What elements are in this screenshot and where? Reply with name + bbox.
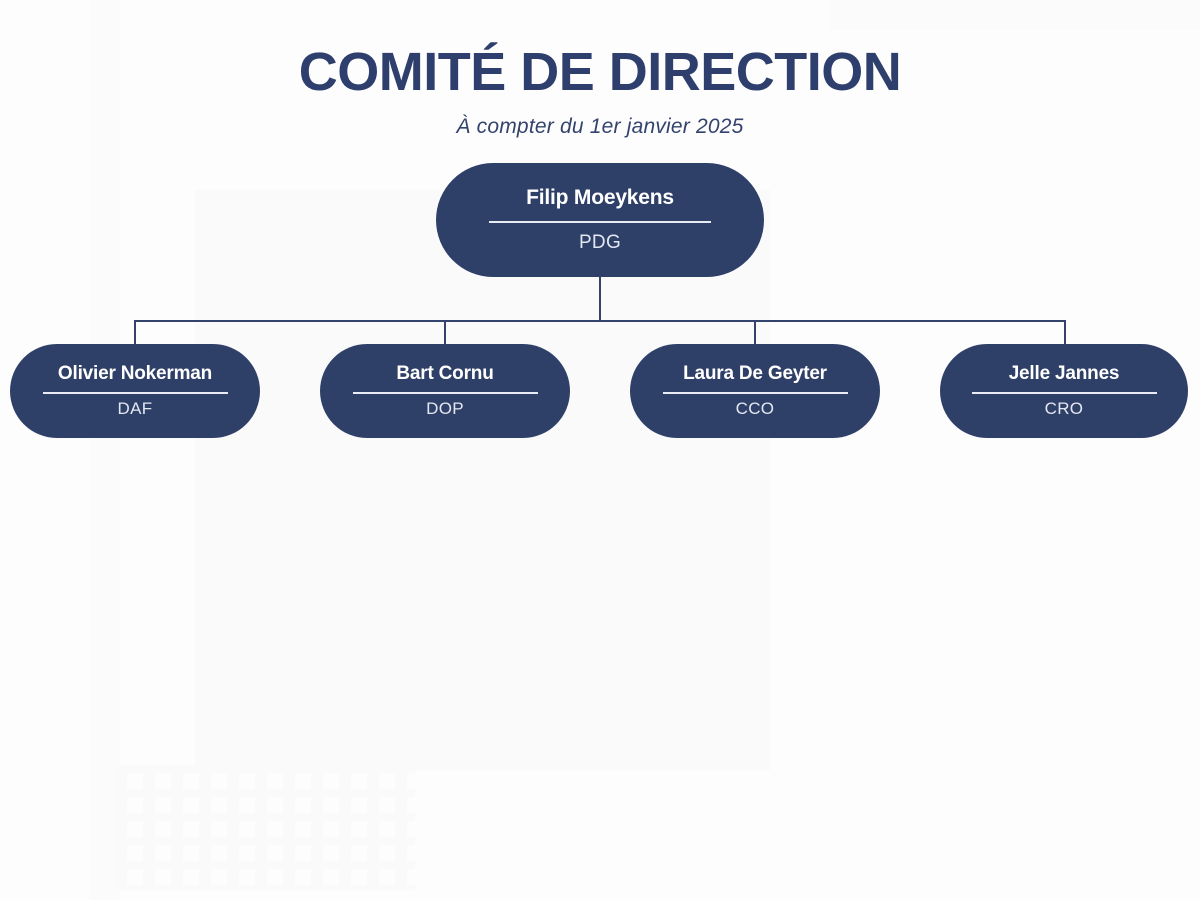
org-node-laura-de-geyter[interactable]: Laura De Geyter CCO bbox=[630, 344, 880, 438]
connector-drop-2 bbox=[444, 322, 446, 346]
connector-horizontal-bus bbox=[134, 320, 1066, 322]
org-node-divider bbox=[489, 221, 711, 223]
org-node-root[interactable]: Filip Moeykens PDG bbox=[436, 163, 764, 277]
org-node-name: Laura De Geyter bbox=[683, 363, 827, 384]
chart-header: COMITÉ DE DIRECTION À compter du 1er jan… bbox=[0, 44, 1200, 139]
org-node-divider bbox=[971, 392, 1157, 394]
connector-drop-4 bbox=[1064, 322, 1066, 346]
org-node-role: DAF bbox=[117, 399, 153, 418]
connector-drop-1 bbox=[134, 322, 136, 346]
org-node-name: Filip Moeykens bbox=[526, 186, 674, 209]
org-node-jelle-jannes[interactable]: Jelle Jannes CRO bbox=[940, 344, 1188, 438]
org-node-olivier-nokerman[interactable]: Olivier Nokerman DAF bbox=[10, 344, 260, 438]
org-node-name: Jelle Jannes bbox=[1008, 363, 1120, 384]
connector-drop-3 bbox=[754, 322, 756, 346]
org-node-role: CCO bbox=[735, 399, 775, 418]
org-node-name: Bart Cornu bbox=[396, 363, 494, 384]
org-node-divider bbox=[42, 392, 228, 394]
org-node-divider bbox=[352, 392, 538, 394]
org-node-role: PDG bbox=[578, 232, 622, 253]
page-subtitle: À compter du 1er janvier 2025 bbox=[456, 114, 744, 138]
org-node-divider bbox=[662, 392, 848, 394]
org-node-name: Olivier Nokerman bbox=[57, 363, 213, 384]
connector-root-stem bbox=[599, 277, 601, 322]
org-node-role: CRO bbox=[1044, 399, 1084, 418]
org-node-role: DOP bbox=[426, 399, 464, 418]
org-node-bart-cornu[interactable]: Bart Cornu DOP bbox=[320, 344, 570, 438]
page-title: COMITÉ DE DIRECTION bbox=[298, 42, 902, 102]
